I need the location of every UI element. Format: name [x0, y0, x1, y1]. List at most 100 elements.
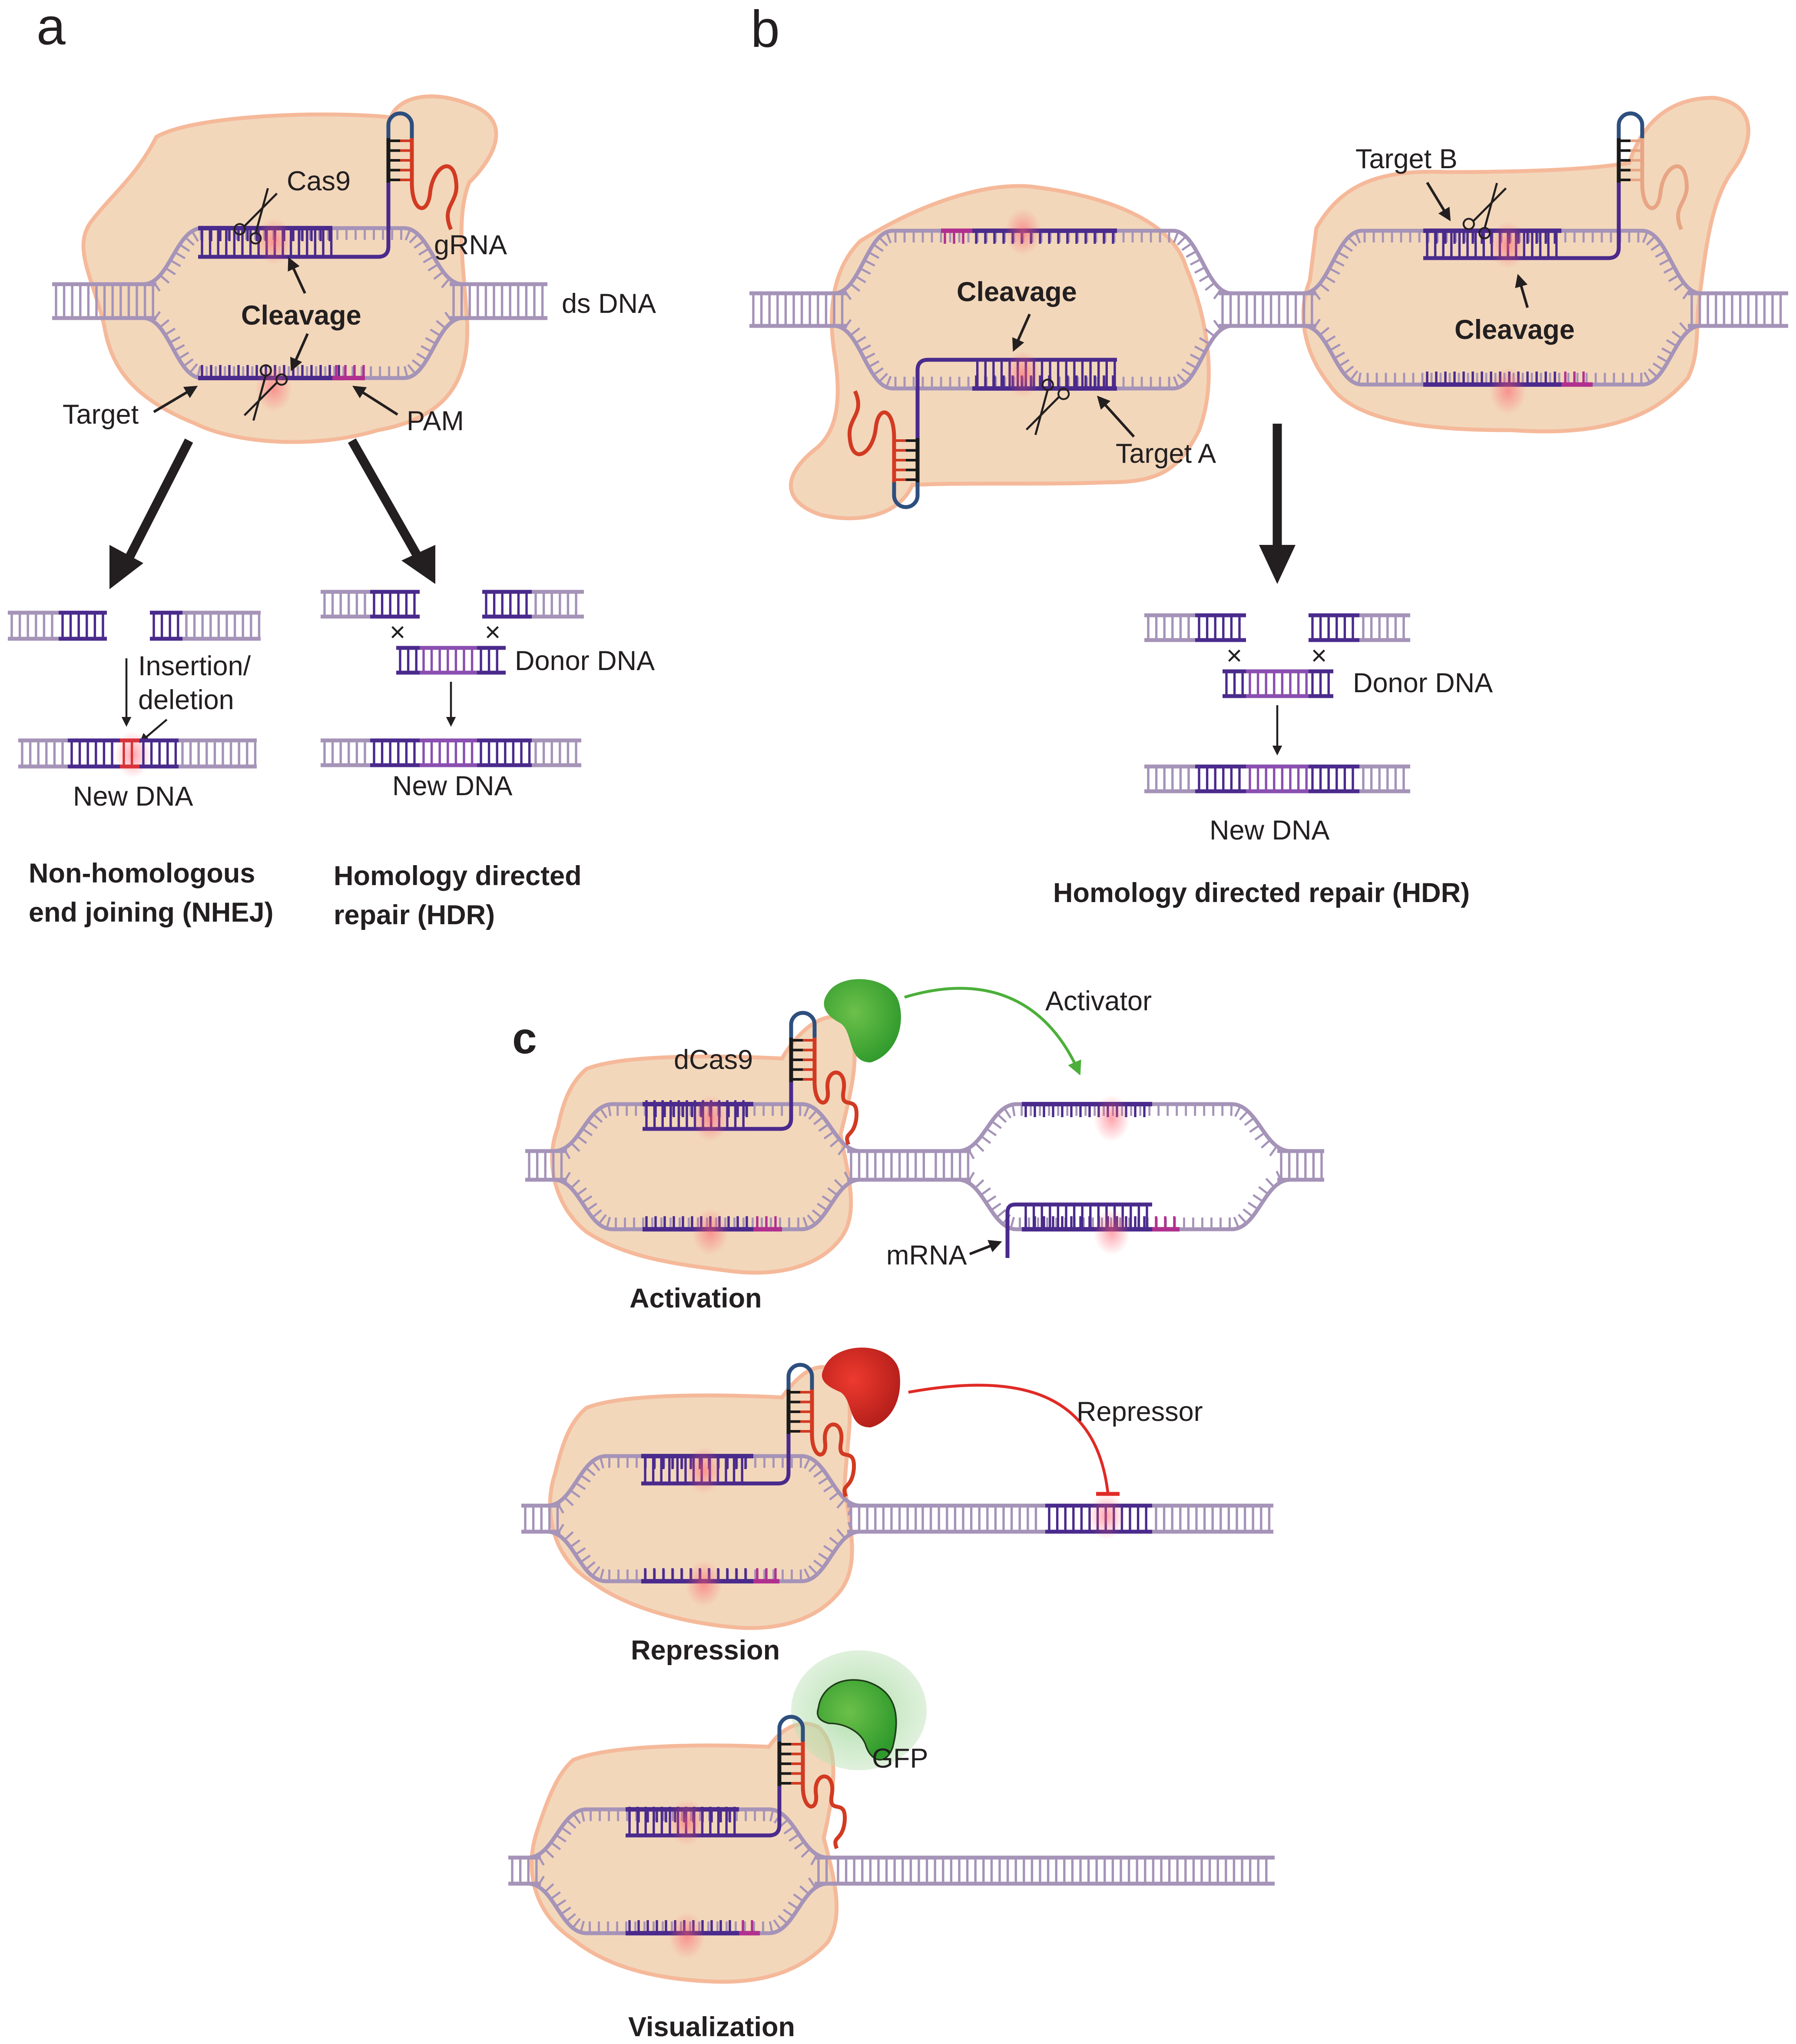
- dna-segment-donor: [420, 738, 477, 767]
- base-tick: [1173, 231, 1180, 243]
- base-tick: [808, 1462, 818, 1473]
- label-cleavage-left: Cleavage: [957, 277, 1077, 307]
- base-tick: [1194, 266, 1206, 274]
- base-tick: [179, 243, 190, 252]
- label-activator: Activator: [1045, 986, 1152, 1016]
- base-tick: [184, 236, 195, 246]
- base-tick: [1254, 1132, 1266, 1141]
- label-ds-dna: ds DNA: [562, 289, 656, 319]
- hdr-b-new-dna: [1144, 764, 1410, 793]
- dna-segment-light: [1359, 764, 1410, 793]
- base-tick: [566, 1819, 577, 1829]
- scissor-blade: [1484, 182, 1498, 228]
- activator-arrow: [904, 987, 1081, 1076]
- caption-activation: Activation: [630, 1283, 762, 1314]
- base-tick: [967, 1171, 975, 1183]
- base-tick: [980, 1135, 991, 1144]
- base-tick: [823, 1131, 835, 1140]
- grna-hairpin: [847, 358, 1117, 509]
- label-gfp: GFP: [872, 1743, 928, 1774]
- label-mrna: mRNA: [886, 1240, 967, 1271]
- hdr-b-donor-dna: [1223, 669, 1333, 698]
- base-tick: [986, 1128, 997, 1136]
- base-tick: [1186, 250, 1197, 258]
- base-tick: [974, 1179, 984, 1189]
- base-tick: [1190, 353, 1202, 361]
- label-dcas9: dCas9: [674, 1045, 753, 1075]
- base-tick: [444, 312, 453, 323]
- label-cleavage-right: Cleavage: [1455, 315, 1575, 345]
- dna-segment-light: [919, 1503, 1045, 1534]
- dna-duplex-left: [508, 1855, 541, 1886]
- base-tick: [1276, 1171, 1282, 1182]
- base-tick: [1253, 1194, 1264, 1203]
- caption-hdr-line1: Homology directed: [334, 861, 582, 891]
- base-tick: [1213, 319, 1222, 331]
- dna-segment-light: [179, 738, 257, 769]
- base-tick: [1213, 289, 1222, 300]
- base-tick: [173, 344, 185, 352]
- base-tick: [599, 1107, 608, 1119]
- base-tick: [803, 1457, 811, 1469]
- dna-duplex-left: [52, 282, 156, 320]
- ds-dna-bubble: [525, 1102, 932, 1232]
- scissors-shape: [1025, 378, 1070, 435]
- base-tick: [599, 1457, 605, 1469]
- base-tick: [593, 1113, 603, 1123]
- base-tick: [864, 352, 875, 360]
- base-tick: [1355, 232, 1361, 244]
- dna-segment-dark: [59, 611, 107, 641]
- base-tick: [580, 1809, 585, 1822]
- base-tick: [165, 267, 176, 275]
- grna-hairpin: [643, 1011, 859, 1145]
- base-tick: [834, 1179, 844, 1189]
- base-tick: [789, 1833, 800, 1842]
- dna-segment-light: [1144, 764, 1195, 793]
- dna-segment-light: [321, 590, 370, 619]
- base-tick: [822, 1195, 833, 1204]
- repressor-blob: [822, 1347, 900, 1427]
- base-tick: [829, 1536, 840, 1546]
- glow-spot: [1490, 222, 1526, 269]
- scissor-handle: [275, 373, 288, 386]
- base-tick: [850, 283, 861, 292]
- base-tick: [1661, 347, 1673, 355]
- base-tick: [1230, 1104, 1233, 1116]
- base-tick: [855, 336, 866, 344]
- base-tick: [572, 1918, 581, 1929]
- scissors-icon: [1025, 378, 1070, 435]
- site-glow: [669, 1799, 705, 1846]
- dna-duplex-right: [847, 1149, 932, 1182]
- base-tick: [788, 1901, 799, 1910]
- base-tick: [1659, 258, 1671, 266]
- base-tick: [818, 1553, 829, 1561]
- base-tick: [427, 263, 439, 272]
- base-tick: [1258, 1186, 1269, 1195]
- base-tick: [1644, 372, 1651, 383]
- base-tick: [996, 1209, 1006, 1218]
- base-tick: [844, 1171, 852, 1183]
- base-tick: [793, 1893, 804, 1902]
- caption-nhej-line1: Non-homologous: [29, 858, 255, 889]
- base-tick: [582, 1128, 593, 1136]
- dna-segment-red: [120, 738, 139, 769]
- base-tick: [1205, 282, 1216, 291]
- cas9-complex-b: [1284, 96, 1788, 434]
- glow-spot: [1005, 209, 1041, 256]
- ds-dna-bubble: [749, 228, 1284, 391]
- dna-segment-dark: [1309, 669, 1333, 698]
- scissors-shape: [233, 188, 278, 245]
- base-tick: [1668, 274, 1680, 282]
- grna-tracr-loops: [810, 1422, 856, 1497]
- site-glow: [669, 1912, 705, 1959]
- base-tick: [769, 1809, 774, 1822]
- gfp-blob: [817, 1679, 897, 1761]
- cut-site-glow: [1005, 351, 1041, 398]
- dna-segment-donor: [420, 646, 477, 675]
- scissors-icon: [1462, 182, 1507, 239]
- base-tick: [823, 1545, 835, 1553]
- glow-spot: [686, 1560, 722, 1607]
- base-tick: [1244, 1117, 1255, 1126]
- base-tick: [1194, 345, 1206, 353]
